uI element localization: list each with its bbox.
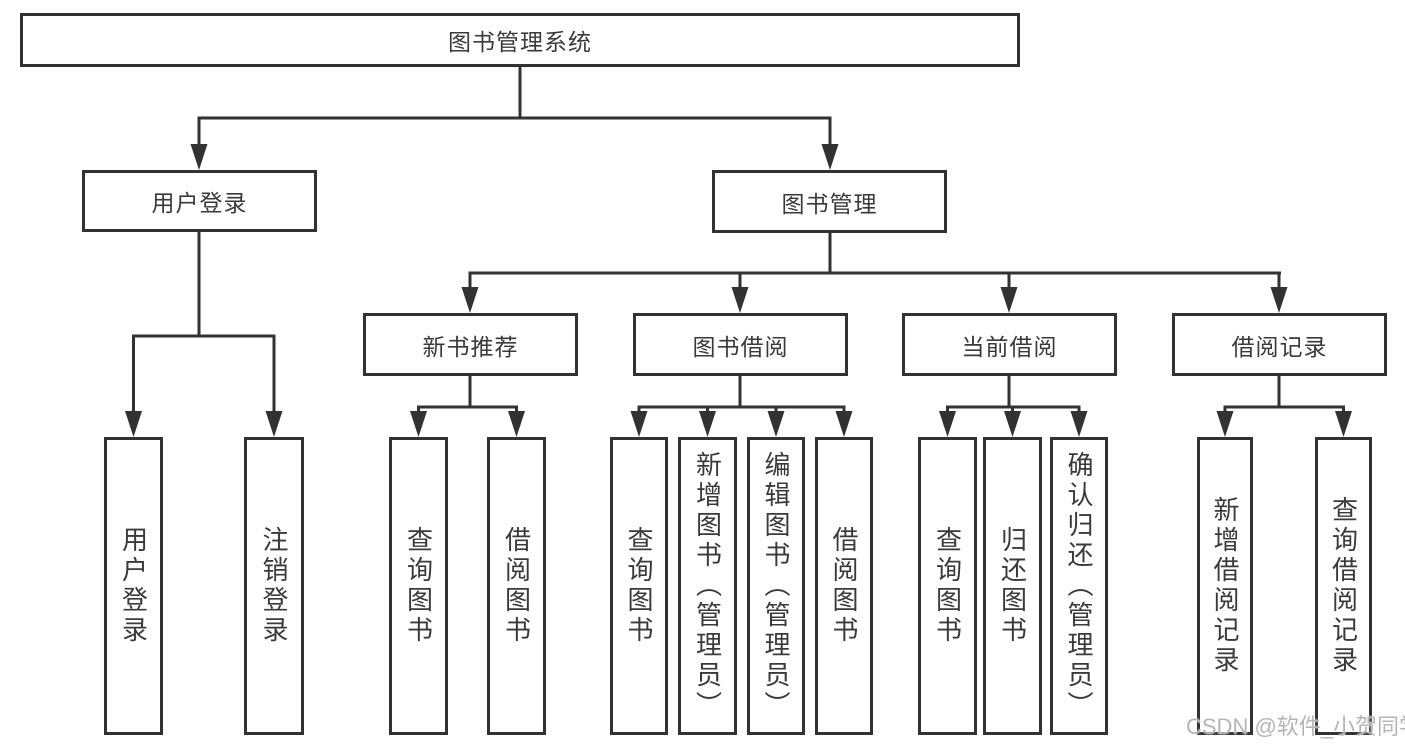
node-book-borrowing: 图书借阅 — [633, 313, 848, 376]
leaf-records-query-record: 查询借阅记录 — [1315, 437, 1372, 735]
leaf-borrow-borrow-books: 借阅图书 — [815, 437, 873, 735]
node-borrowing-records: 借阅记录 — [1172, 313, 1387, 376]
leaf-user-login: 用户登录 — [104, 437, 163, 735]
node-current-borrowing: 当前借阅 — [902, 313, 1117, 376]
leaf-borrow-edit-books-admin: 编辑图书（管理员） — [747, 437, 805, 735]
leaf-current-return-books: 归还图书 — [983, 437, 1042, 735]
leaf-records-add-record: 新增借阅记录 — [1197, 437, 1253, 735]
node-library-system: 图书管理系统 — [20, 13, 1020, 67]
leaf-borrow-add-books-admin: 新增图书（管理员） — [678, 437, 737, 735]
leaf-newbook-query-books: 查询图书 — [389, 437, 448, 735]
leaf-newbook-borrow-books: 借阅图书 — [487, 437, 546, 735]
leaf-borrow-query-books: 查询图书 — [610, 437, 668, 735]
leaf-current-confirm-return-admin: 确认归还（管理员） — [1050, 437, 1108, 735]
node-user-login: 用户登录 — [82, 170, 317, 232]
node-new-book-recommendation: 新书推荐 — [363, 313, 578, 376]
csdn-watermark: CSDN @软件_小贺同学 — [1186, 714, 1405, 739]
node-book-management: 图书管理 — [712, 170, 947, 233]
leaf-current-query-books: 查询图书 — [918, 437, 977, 735]
leaf-logout: 注销登录 — [244, 437, 304, 735]
